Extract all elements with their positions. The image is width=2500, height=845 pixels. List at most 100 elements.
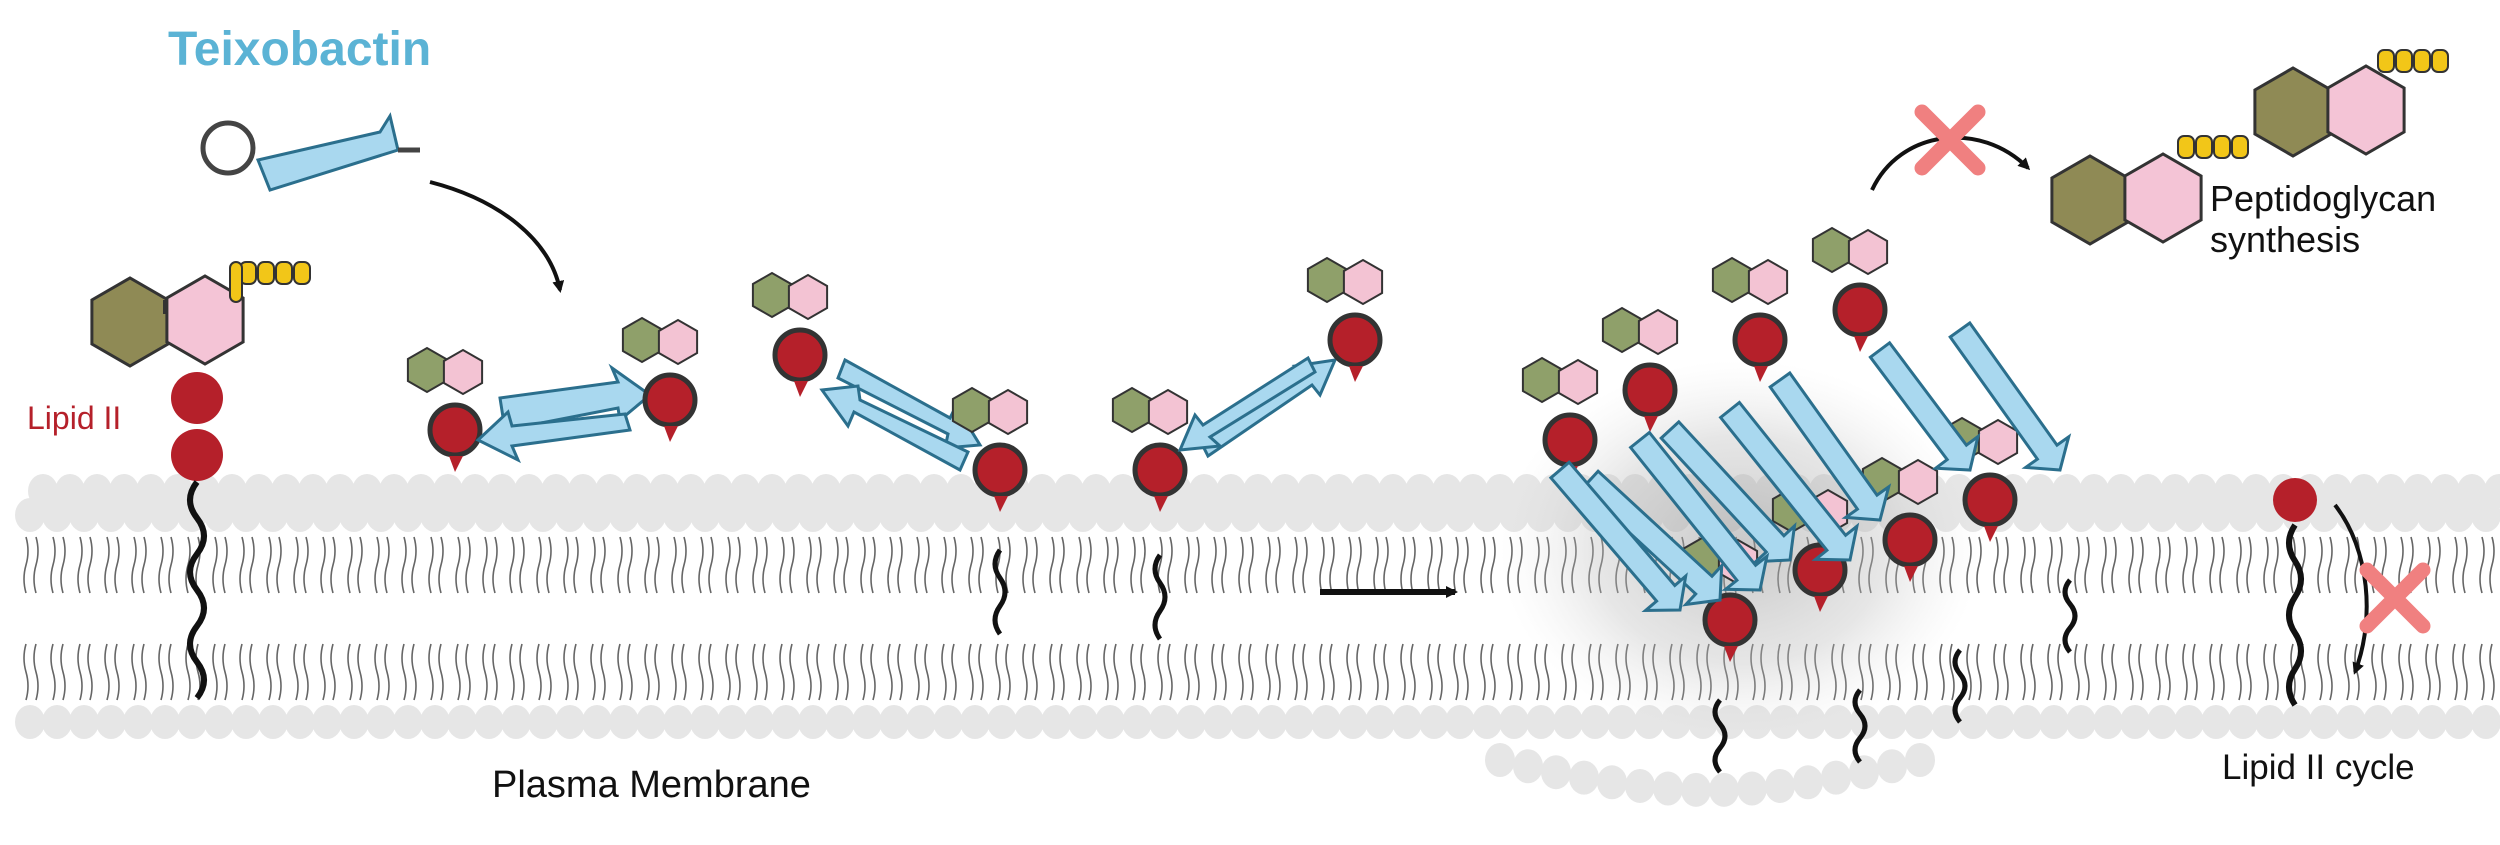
- crosses: [1914, 104, 2431, 634]
- lipid-head: [1392, 705, 1422, 739]
- nag-hexagon: [165, 274, 245, 366]
- cross-mark-icon: [2359, 562, 2431, 634]
- lipid-tail: [968, 536, 984, 594]
- lipid-head: [1958, 705, 1988, 739]
- lipid-head: [1230, 705, 1260, 739]
- lipid-tail: [2425, 643, 2441, 701]
- lipid-head: [2471, 705, 2500, 739]
- lipid-head: [1027, 474, 1057, 508]
- lipid-head: [838, 474, 868, 508]
- lipid-head: [15, 705, 45, 739]
- cross-mark-icon: [1914, 104, 1986, 176]
- peptide-residue: [2177, 135, 2195, 159]
- lipid-head: [1765, 768, 1795, 803]
- lipid-head: [1681, 772, 1711, 807]
- lipid-head: [2214, 474, 2244, 508]
- lipid-tail: [860, 643, 876, 701]
- lipid-head: [1351, 474, 1381, 508]
- small-hexagon-green: [751, 271, 793, 319]
- lipid-tail: [1103, 536, 1119, 594]
- peptide-residue: [2195, 135, 2213, 159]
- lipid-tail: [1319, 536, 1335, 594]
- plasma-membrane-label: Plasma Membrane: [492, 764, 811, 806]
- lipid-tail: [482, 643, 498, 701]
- small-hexagon-pink: [1637, 308, 1679, 356]
- lipid-tail: [104, 536, 120, 594]
- lipid-tail: [1373, 536, 1389, 594]
- lipid-head: [784, 474, 814, 508]
- lipid-tail: [2020, 643, 2036, 701]
- lipid-ii-cycle-label: Lipid II cycle: [2222, 748, 2415, 787]
- lipid-tail: [590, 536, 606, 594]
- lipid-head: [1905, 743, 1935, 777]
- beta-strand: [1768, 370, 1892, 522]
- lipid-tail: [563, 536, 579, 594]
- lipid-head: [1653, 771, 1683, 806]
- lipid-head: [2012, 705, 2042, 739]
- lipid-tail: [806, 536, 822, 594]
- lipid-head: [1189, 474, 1219, 508]
- lipid-head: [271, 474, 301, 508]
- lipid-tail: [347, 536, 363, 594]
- small-hexagon-pink: [1342, 258, 1384, 306]
- lipid-head: [2201, 705, 2231, 739]
- lipid-tail: [2263, 643, 2279, 701]
- lipid-tail: [1507, 643, 1523, 701]
- peptide-residue: [2431, 49, 2449, 73]
- lipid-head: [1597, 765, 1627, 800]
- lipid-tail: [671, 643, 687, 701]
- lipid-tail: [806, 643, 822, 701]
- nam-hexagon: [90, 276, 170, 368]
- lipid-head: [609, 705, 639, 739]
- phosphate-tip: [1814, 596, 1828, 612]
- lipid-head: [1284, 705, 1314, 739]
- lipid-tail: [509, 643, 525, 701]
- lipid-tail: [428, 536, 444, 594]
- lipid-head: [285, 705, 315, 739]
- small-hexagon-pink: [1557, 358, 1599, 406]
- lipid-chain: [1712, 698, 1728, 774]
- lipid-tail: [887, 643, 903, 701]
- lipid-head: [204, 705, 234, 739]
- molecules-layer: [90, 49, 2449, 774]
- lipid-tail: [1130, 536, 1146, 594]
- lipid-head: [2309, 705, 2339, 739]
- lipid-head: [1985, 705, 2015, 739]
- lipid-tail: [1211, 643, 1227, 701]
- teixobactin-lipid-ii-complex: [475, 316, 699, 464]
- lipid-chain: [2062, 578, 2078, 654]
- lipid-head: [298, 474, 328, 508]
- bound-phosphate-ring: [1542, 412, 1598, 468]
- lipid-head: [1485, 743, 1515, 777]
- lipid-tail: [455, 536, 471, 594]
- beta-strand: [1177, 355, 1317, 452]
- lipid-head: [1176, 705, 1206, 739]
- teixobactin-lipid-ii-complex: [819, 384, 1029, 512]
- small-hexagon-pink: [1897, 458, 1939, 506]
- lipid-head: [55, 474, 85, 508]
- phosphate-tip: [1349, 366, 1363, 382]
- membrane-segment: [15, 474, 1462, 739]
- lipid-tail: [131, 643, 147, 701]
- lipid-tail: [644, 643, 660, 701]
- phosphate-tip: [1984, 526, 1998, 542]
- lipid-tail: [1022, 536, 1038, 594]
- bound-phosphate-ring: [1132, 442, 1188, 498]
- phosphate-tip: [1904, 566, 1918, 582]
- lipid-head: [2282, 705, 2312, 739]
- lipid-tail: [1292, 643, 1308, 701]
- lipid-tail: [23, 643, 39, 701]
- lipid-tail: [1076, 643, 1092, 701]
- lipid-tail: [1319, 643, 1335, 701]
- lipid-tail: [2209, 643, 2225, 701]
- lipid-head: [1419, 705, 1449, 739]
- lipid-head: [541, 474, 571, 508]
- small-hexagon-pink: [1147, 388, 1189, 436]
- lipid-tail: [1184, 536, 1200, 594]
- small-hexagon-pink: [1747, 258, 1789, 306]
- bound-phosphate-ring: [1327, 312, 1383, 368]
- beta-strand: [819, 384, 970, 473]
- teixobactin-lipid-ii-complex: [751, 271, 983, 450]
- bound-phosphate-ring: [1962, 472, 2018, 528]
